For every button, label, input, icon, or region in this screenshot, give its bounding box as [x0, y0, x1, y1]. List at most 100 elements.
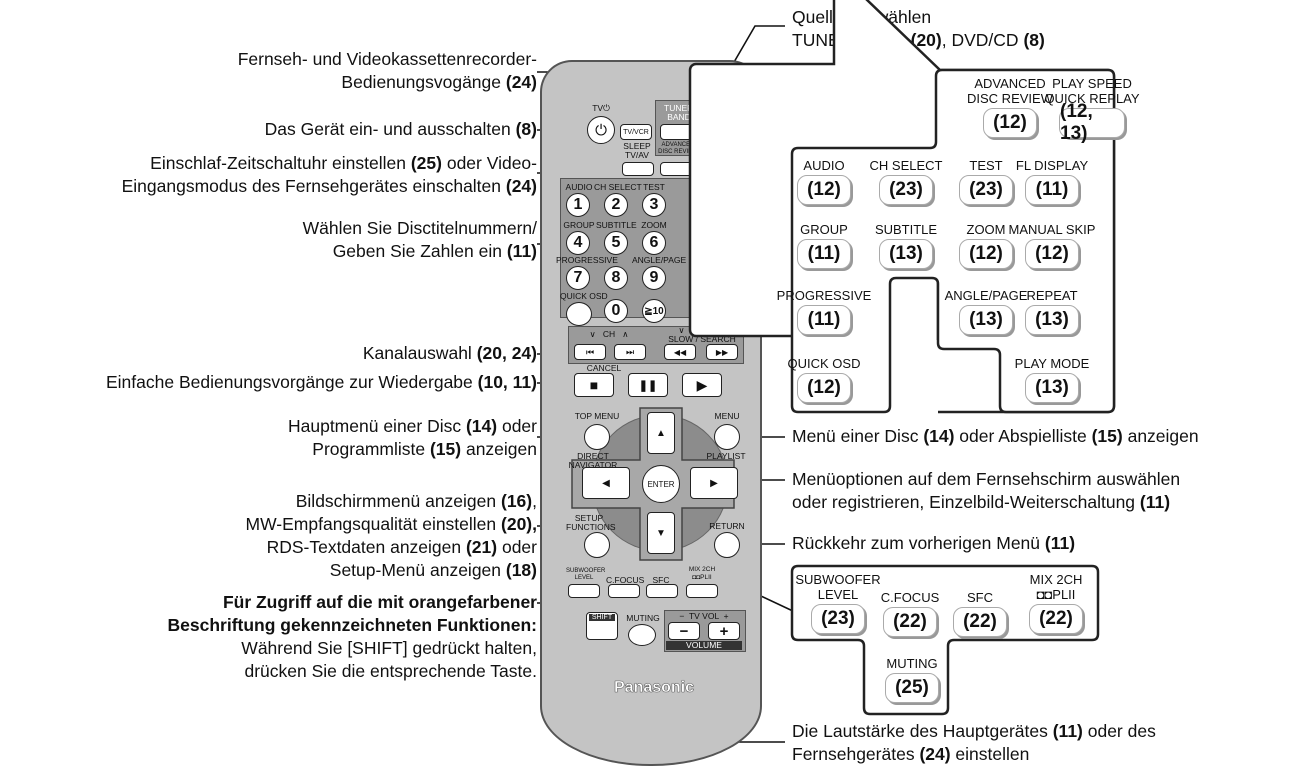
- num-10-button[interactable]: ≧10: [642, 299, 666, 323]
- fastforward-button[interactable]: ▶▶: [706, 344, 738, 360]
- repeat-button[interactable]: [708, 266, 734, 290]
- return-button[interactable]: [714, 532, 740, 558]
- group-label: GROUP: [563, 220, 595, 230]
- dvdcd-button[interactable]: [702, 124, 740, 140]
- muting-button[interactable]: [628, 624, 656, 646]
- right-label-line: oder registrieren, Einzelbild-Weiterscha…: [792, 491, 1180, 514]
- cfocus-label: C.FOCUS: [606, 575, 645, 585]
- left-label-text: (8): [515, 119, 537, 139]
- adv-button[interactable]: [660, 162, 698, 176]
- left-label-text: Wählen Sie Disctitelnummern/: [302, 218, 537, 238]
- setup-button[interactable]: [584, 532, 610, 558]
- repeat-label: REPEAT: [703, 255, 737, 265]
- sfc-button[interactable]: [646, 584, 678, 598]
- left-label-text: anzeigen: [461, 439, 537, 459]
- zoom-top-item-label: CH SELECT: [869, 158, 943, 173]
- play-button[interactable]: ▶: [682, 373, 722, 397]
- zoom-top-item-label: QUICK OSD: [787, 356, 861, 371]
- left-label-text: (15): [429, 439, 462, 459]
- shift-label: SHIFT: [588, 614, 616, 621]
- tvvcr-button[interactable]: TV/VCR: [620, 124, 652, 140]
- stop-button[interactable]: ■: [574, 373, 614, 397]
- audio-label: AUDIO: [565, 182, 593, 192]
- sleep-button[interactable]: [622, 162, 654, 176]
- right-label-text: oder des: [1082, 721, 1156, 741]
- left-label-text: oder: [497, 537, 537, 557]
- shift-button[interactable]: SHIFT: [586, 612, 618, 640]
- quickosd-button[interactable]: [566, 302, 592, 326]
- left-label-text: Das Gerät ein- und ausschalten: [264, 119, 516, 139]
- volume-up-button[interactable]: +: [708, 622, 740, 640]
- num-0-button[interactable]: 0: [604, 299, 628, 323]
- right-label-line: Rückkehr zum vorherigen Menü (11): [792, 532, 1075, 555]
- zoom-top-item-ref-badge: (12): [983, 108, 1037, 138]
- label-menu-playlist: Menü einer Disc (14) oder Abspielliste (…: [792, 425, 1199, 448]
- rewind-button[interactable]: ◀◀: [664, 344, 696, 360]
- next-button[interactable]: ⏭: [614, 344, 646, 360]
- left-label-line: Programmliste (15) anzeigen: [288, 438, 537, 461]
- ch-label: ∨ CH ∧: [589, 329, 629, 339]
- num-9-button[interactable]: 9: [642, 266, 666, 290]
- right-label-text: (11): [1044, 533, 1076, 553]
- down-button[interactable]: ▼: [647, 512, 675, 554]
- num-8-button[interactable]: 8: [604, 266, 628, 290]
- zoom-top-item-ref-badge: (12, 13): [1059, 101, 1125, 144]
- zoom-top-item-label: PLAY MODE: [1014, 356, 1090, 371]
- cfocus-button[interactable]: [608, 584, 640, 598]
- left-label-text: Fernseh- und Videokassettenrecorder-: [237, 49, 537, 69]
- right-label-text: (15): [1091, 426, 1123, 446]
- zoom-top-item-label: MANUAL SKIP: [1008, 222, 1096, 237]
- left-label-text: ,: [532, 491, 537, 511]
- tv-power-button[interactable]: ⏻: [587, 116, 615, 144]
- anglepage-label: ANGLE/PAGE: [632, 255, 687, 265]
- quickosd-label: QUICK OSD: [560, 291, 608, 301]
- num-7-button[interactable]: 7: [566, 266, 590, 290]
- manualskip-button[interactable]: [708, 231, 734, 255]
- num-5-button[interactable]: 5: [604, 231, 628, 255]
- num-4-button[interactable]: 4: [566, 231, 590, 255]
- label-volume: Die Lautstärke des Hauptgerätes (11) ode…: [792, 720, 1156, 766]
- menu-button[interactable]: [714, 424, 740, 450]
- up-button[interactable]: ▲: [647, 412, 675, 454]
- topmenu-button[interactable]: [584, 424, 610, 450]
- subtitle-label: SUBTITLE: [596, 220, 637, 230]
- subwoofer-button[interactable]: [568, 584, 600, 598]
- num-3-button[interactable]: 3: [642, 193, 666, 217]
- prev-button[interactable]: ⏮: [574, 344, 606, 360]
- playspeed-button[interactable]: [702, 162, 740, 176]
- num-1-button[interactable]: 1: [566, 193, 590, 217]
- left-label-line: drücken Sie die entsprechende Taste.: [168, 660, 537, 683]
- right-button[interactable]: ▶: [690, 467, 738, 499]
- playmode-button[interactable]: [708, 302, 734, 326]
- zoom-top-item-ref-badge: (12): [959, 239, 1013, 269]
- enter-button[interactable]: ENTER: [642, 465, 680, 503]
- zoom-top-item-ref-badge: (23): [959, 175, 1013, 205]
- left-label-line: Wählen Sie Disctitelnummern/: [303, 217, 537, 240]
- zoom-bottom-item-ref-badge: (22): [953, 607, 1007, 637]
- num-2-button[interactable]: 2: [604, 193, 628, 217]
- left-button[interactable]: ◀: [582, 467, 630, 499]
- sfc-label: SFC: [652, 575, 670, 585]
- left-label-line: Während Sie [SHIFT] gedrückt halten,: [168, 637, 537, 660]
- num-6-button[interactable]: 6: [642, 231, 666, 255]
- right-label-text: anzeigen: [1122, 426, 1199, 446]
- adv-label: ADVANCED DISC REVIEW: [658, 142, 698, 155]
- left-label-line: MW-Empfangsqualität einstellen (20),: [246, 513, 537, 536]
- zoom-top-item-ref-badge: (12): [1025, 239, 1079, 269]
- pause-button[interactable]: ❚❚: [628, 373, 668, 397]
- zoom-bottom-item-ref-badge: (22): [883, 607, 937, 637]
- tuner-band-button[interactable]: [660, 124, 698, 140]
- fldisplay-button[interactable]: [708, 193, 734, 217]
- right-label-text: oder Abspielliste: [954, 426, 1092, 446]
- zoom-top-item-label: PLAY SPEED QUICK REPLAY: [1044, 76, 1140, 106]
- mix2ch-button[interactable]: [686, 584, 718, 598]
- fldisplay-label: FL DISPLAY: [696, 182, 744, 192]
- left-label-text: Programmliste: [312, 439, 430, 459]
- left-label-text: (18): [505, 560, 537, 580]
- left-label-line: Fernseh- und Videokassettenrecorder-: [238, 48, 537, 71]
- return-label: RETURN: [709, 521, 745, 531]
- zoom-top-item-ref-badge: (11): [1025, 175, 1079, 205]
- left-label-line: Geben Sie Zahlen ein (11): [303, 240, 537, 263]
- volume-down-button[interactable]: −: [668, 622, 700, 640]
